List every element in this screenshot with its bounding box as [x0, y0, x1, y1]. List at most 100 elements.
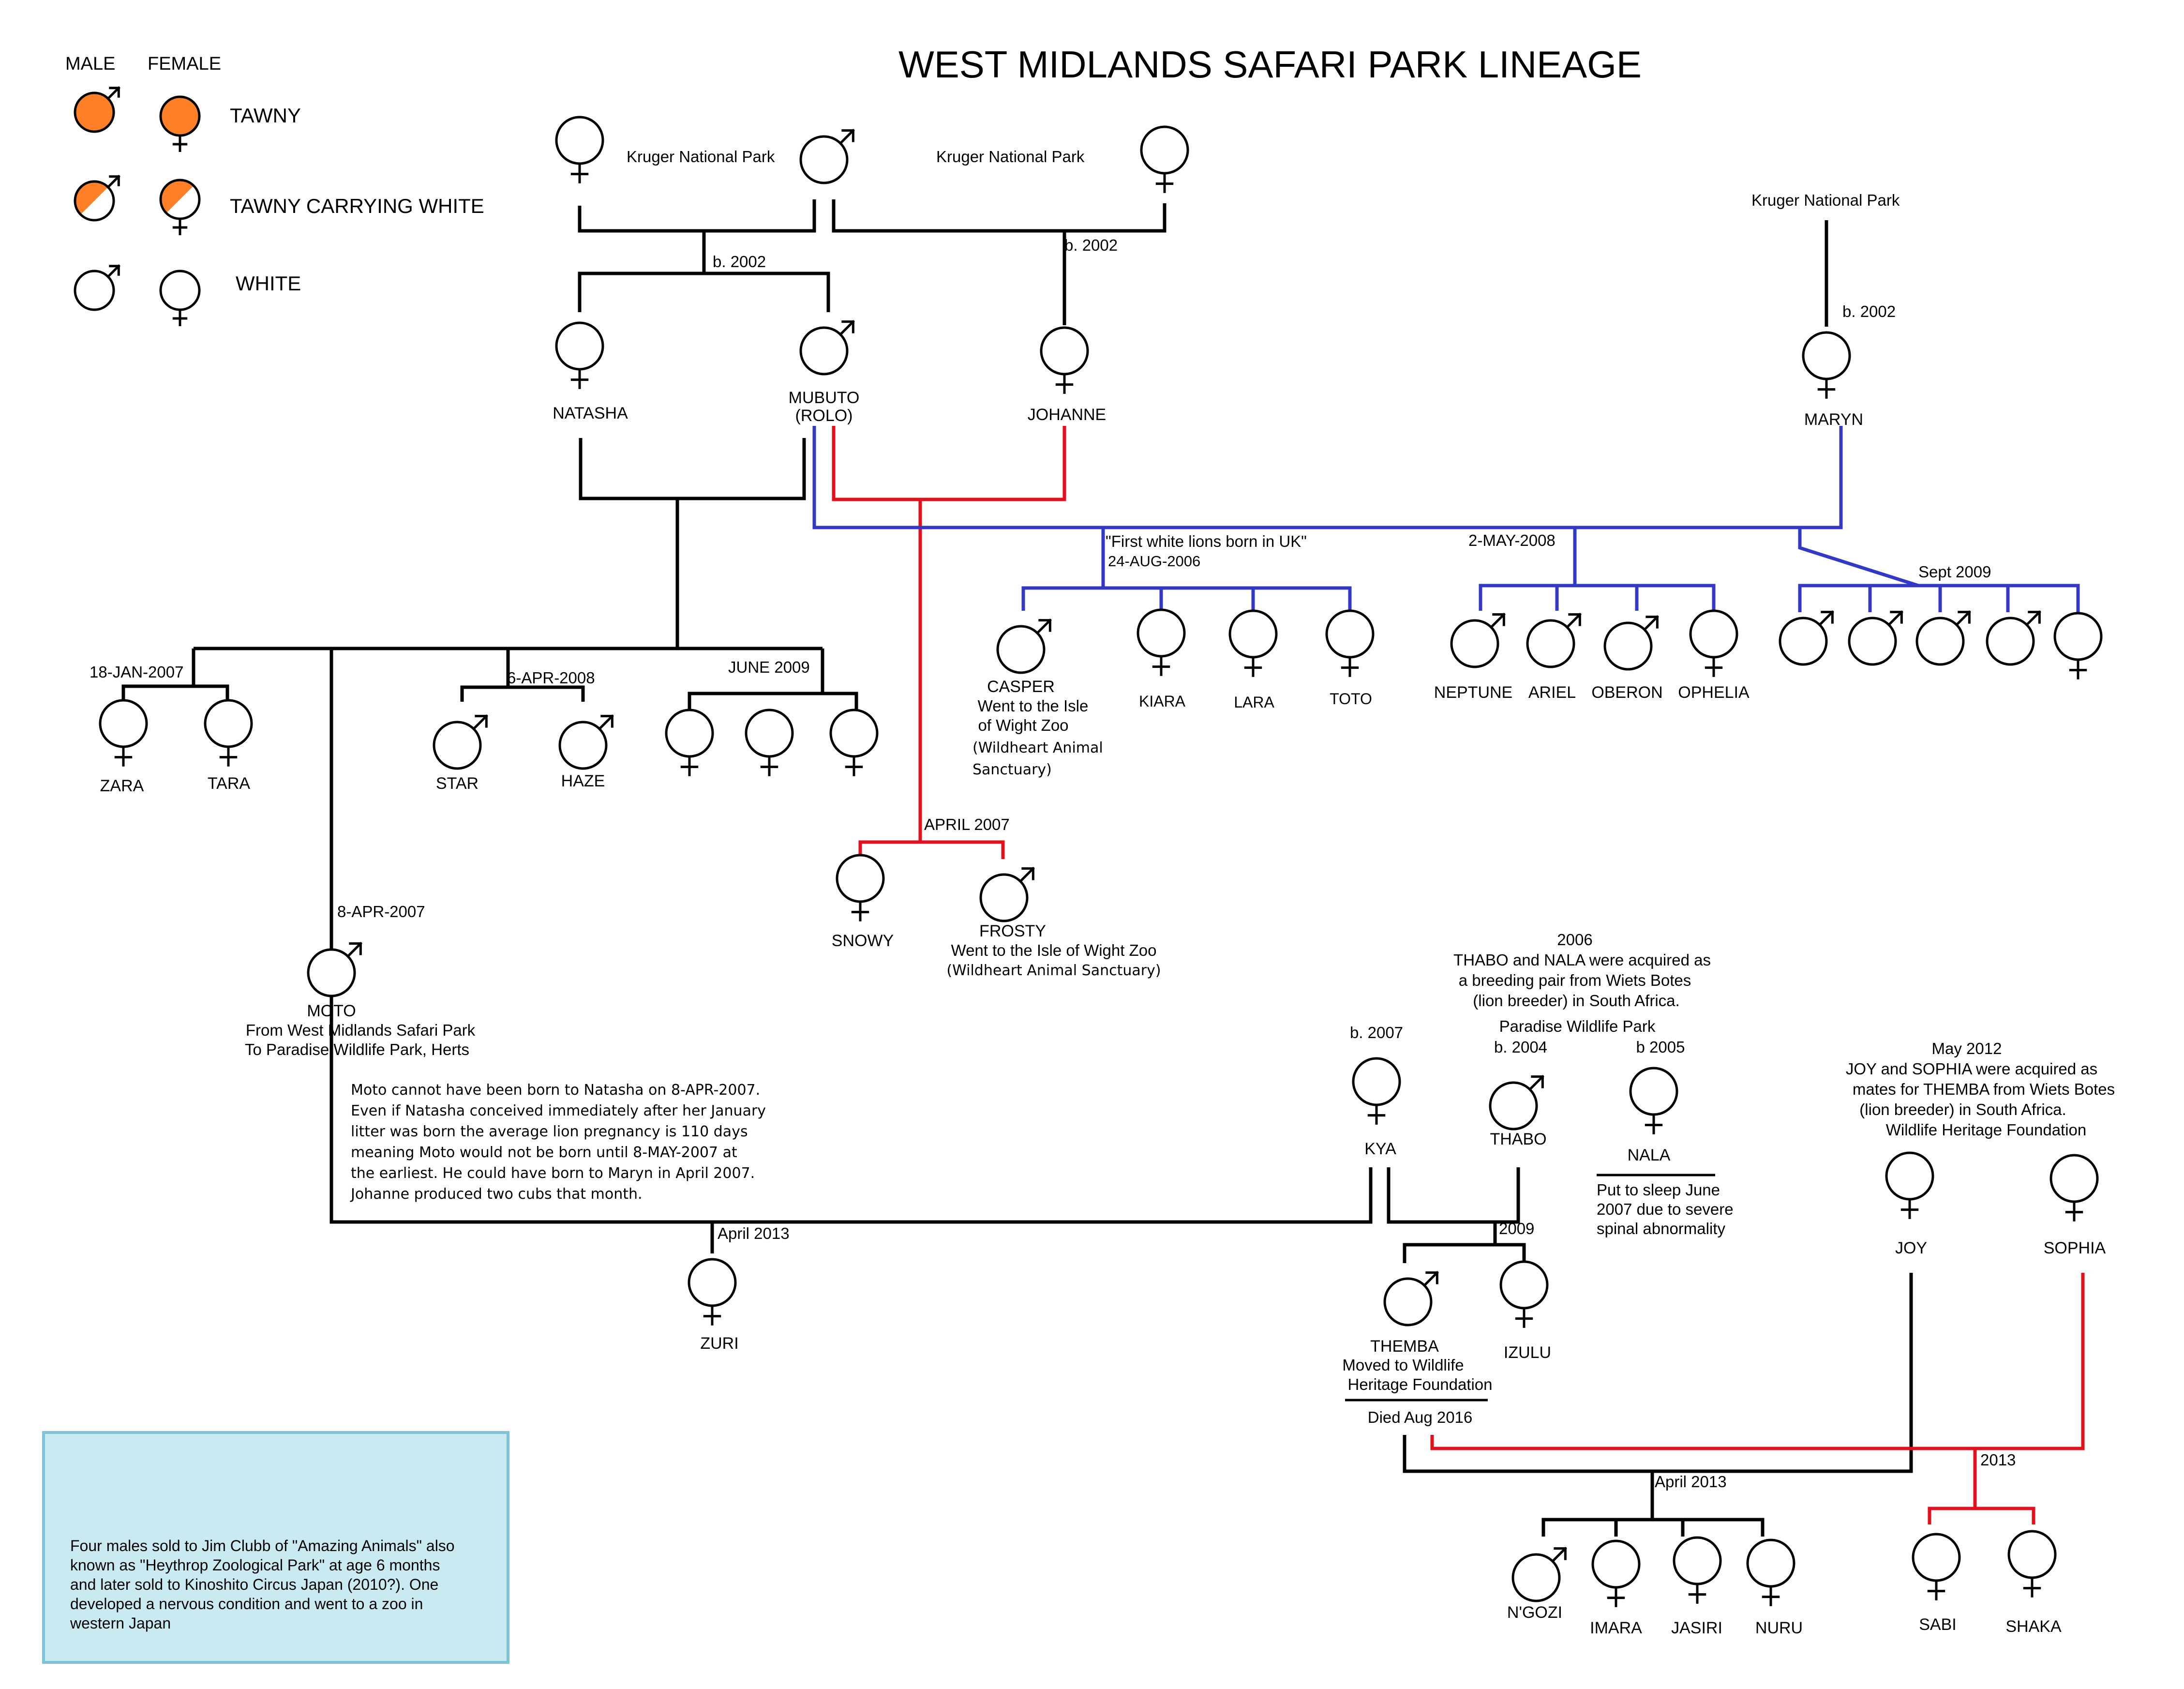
- oberon-icon: [1603, 615, 1659, 671]
- legend-carrier-male-icon: [74, 175, 120, 222]
- lara-icon: [1228, 609, 1278, 677]
- label-moto-note-1: From West Midlands Safari Park: [246, 1021, 476, 1039]
- label-sophia: SOPHIA: [2044, 1239, 2106, 1257]
- page-title: WEST MIDLANDS SAFARI PARK LINEAGE: [898, 43, 1642, 86]
- tara-icon: [204, 699, 253, 767]
- legend-white: WHITE: [236, 272, 301, 295]
- label-oberon: OBERON: [1591, 683, 1662, 702]
- label-imara: IMARA: [1590, 1619, 1642, 1637]
- legend-tawny-carrying-white: TAWNY CARRYING WHITE: [230, 195, 484, 217]
- label-ngozi: N'GOZI: [1507, 1603, 1562, 1622]
- label-ariel: ARIEL: [1528, 683, 1576, 702]
- kya-icon: [1352, 1057, 1401, 1125]
- label-april-2013-b: April 2013: [1655, 1473, 1727, 1491]
- label-nala-note-2: 2007 due to severe: [1597, 1200, 1734, 1218]
- kruger-female-b-icon: [1140, 125, 1189, 193]
- label-izulu: IZULU: [1504, 1343, 1551, 1362]
- label-lara: LARA: [1234, 694, 1274, 711]
- june2009-cub-3-icon: [829, 709, 879, 776]
- mubuto-maryn-line: [812, 426, 1843, 529]
- sept2009-cub-5-icon: [2053, 612, 2103, 679]
- label-paradise-park: Paradise Wildlife Park: [1499, 1017, 1656, 1035]
- themba-joy-line: [1403, 1273, 1913, 1473]
- label-nuru: NURU: [1755, 1619, 1803, 1637]
- zara-icon: [99, 699, 148, 767]
- label-frosty-note-2: (Wildheart Animal Sanctuary): [946, 962, 1161, 979]
- label-zuri: ZURI: [700, 1334, 738, 1353]
- shaka-icon: [2007, 1530, 2057, 1598]
- kiara-icon: [1137, 608, 1186, 676]
- label-2013: 2013: [1980, 1451, 2016, 1469]
- label-johanne: JOHANNE: [1028, 406, 1106, 424]
- label-frosty: FROSTY: [979, 922, 1046, 940]
- label-sept-2009: Sept 2009: [1918, 563, 1991, 581]
- label-aug-2006: 24-AUG-2006: [1108, 553, 1200, 570]
- legend-tawny-female-icon: [159, 95, 201, 152]
- kruger-male-icon: [799, 129, 855, 184]
- nala-icon: [1629, 1067, 1678, 1134]
- label-nala-note-3: spinal abnormality: [1597, 1220, 1725, 1237]
- label-kruger-2: Kruger National Park: [936, 148, 1085, 166]
- label-apr-8-2007: 8-APR-2007: [337, 903, 425, 920]
- info-box-line-4: developed a nervous condition and went t…: [70, 1595, 423, 1613]
- label-b-2004: b. 2004: [1494, 1038, 1547, 1056]
- 2013-bar: [1928, 1507, 2035, 1524]
- sept2009-cub-4-icon: [1986, 610, 2041, 666]
- kya-thabo-line: [1387, 1167, 1520, 1224]
- ophelia-icon: [1689, 609, 1738, 677]
- label-casper: CASPER: [987, 678, 1055, 696]
- label-neptune: NEPTUNE: [1434, 683, 1512, 702]
- label-moto-note-line-1: Moto cannot have been born to Natasha on…: [351, 1082, 760, 1099]
- label-shaka: SHAKA: [2005, 1617, 2062, 1636]
- june2009-cub-1-icon: [665, 709, 714, 776]
- label-haze: HAZE: [561, 772, 605, 790]
- moto-kya-line: [329, 941, 1373, 1224]
- info-box-line-3: and later sold to Kinoshito Circus Japan…: [70, 1576, 438, 1593]
- sept2009-cub-2-icon: [1848, 610, 1903, 666]
- legend-white-female-icon: [159, 270, 201, 326]
- label-themba-note-3: Died Aug 2016: [1368, 1408, 1473, 1426]
- label-b2002-c: b. 2002: [1842, 302, 1896, 320]
- frosty-icon: [979, 867, 1035, 922]
- label-frosty-note-1: Went to the Isle of Wight Zoo: [951, 941, 1157, 959]
- sept2009-cub-1-icon: [1779, 610, 1834, 666]
- legend-male-header: MALE: [65, 54, 115, 74]
- label-casper-note-1: Went to the Isle: [978, 697, 1089, 715]
- label-mubuto: MUBUTO: [789, 389, 860, 407]
- label-nala: NALA: [1628, 1146, 1671, 1164]
- label-thabo-note-3: (lion breeder) in South Africa.: [1473, 992, 1679, 1010]
- may2008-bar: [1479, 584, 1716, 611]
- label-moto-note-line-3: litter was born the average lion pregnan…: [351, 1123, 748, 1140]
- label-natasha: NATASHA: [553, 404, 628, 422]
- label-moto: MOTO: [307, 1002, 356, 1020]
- jasiri-icon: [1673, 1536, 1722, 1604]
- imara-icon: [1591, 1539, 1641, 1607]
- themba-icon: [1383, 1271, 1439, 1327]
- label-snowy: SNOWY: [832, 932, 894, 950]
- sabi-icon: [1912, 1533, 1961, 1600]
- label-moto-note-line-6: Johanne produced two cubs that month.: [350, 1186, 643, 1203]
- sibs-a-bar: [578, 271, 830, 312]
- ariel-icon: [1526, 613, 1582, 668]
- label-sabi: SABI: [1919, 1615, 1956, 1634]
- info-box: [42, 1431, 509, 1664]
- mubuto-icon: [799, 320, 855, 376]
- label-toto: TOTO: [1330, 690, 1372, 708]
- june2009-bar: [688, 692, 858, 711]
- label-themba: THEMBA: [1370, 1337, 1439, 1356]
- label-casper-note-4: Sanctuary): [972, 761, 1052, 778]
- label-2006: 2006: [1557, 931, 1592, 949]
- label-b-2007: b. 2007: [1350, 1024, 1403, 1041]
- label-joy-note-4: Wildlife Heritage Foundation: [1886, 1121, 2087, 1139]
- moto-icon: [307, 942, 362, 997]
- casper-icon: [996, 618, 1052, 674]
- label-apr-2008: 6-APR-2008: [507, 669, 595, 687]
- neptune-icon: [1450, 613, 1506, 668]
- parents-a-line: [578, 199, 816, 233]
- label-nala-note-1: Put to sleep June: [1597, 1181, 1720, 1199]
- themba-sophia-line: [1430, 1273, 2085, 1450]
- sept2009-drop: [1798, 528, 1919, 588]
- snowy-icon: [836, 854, 885, 921]
- sophia-icon: [2049, 1154, 2099, 1222]
